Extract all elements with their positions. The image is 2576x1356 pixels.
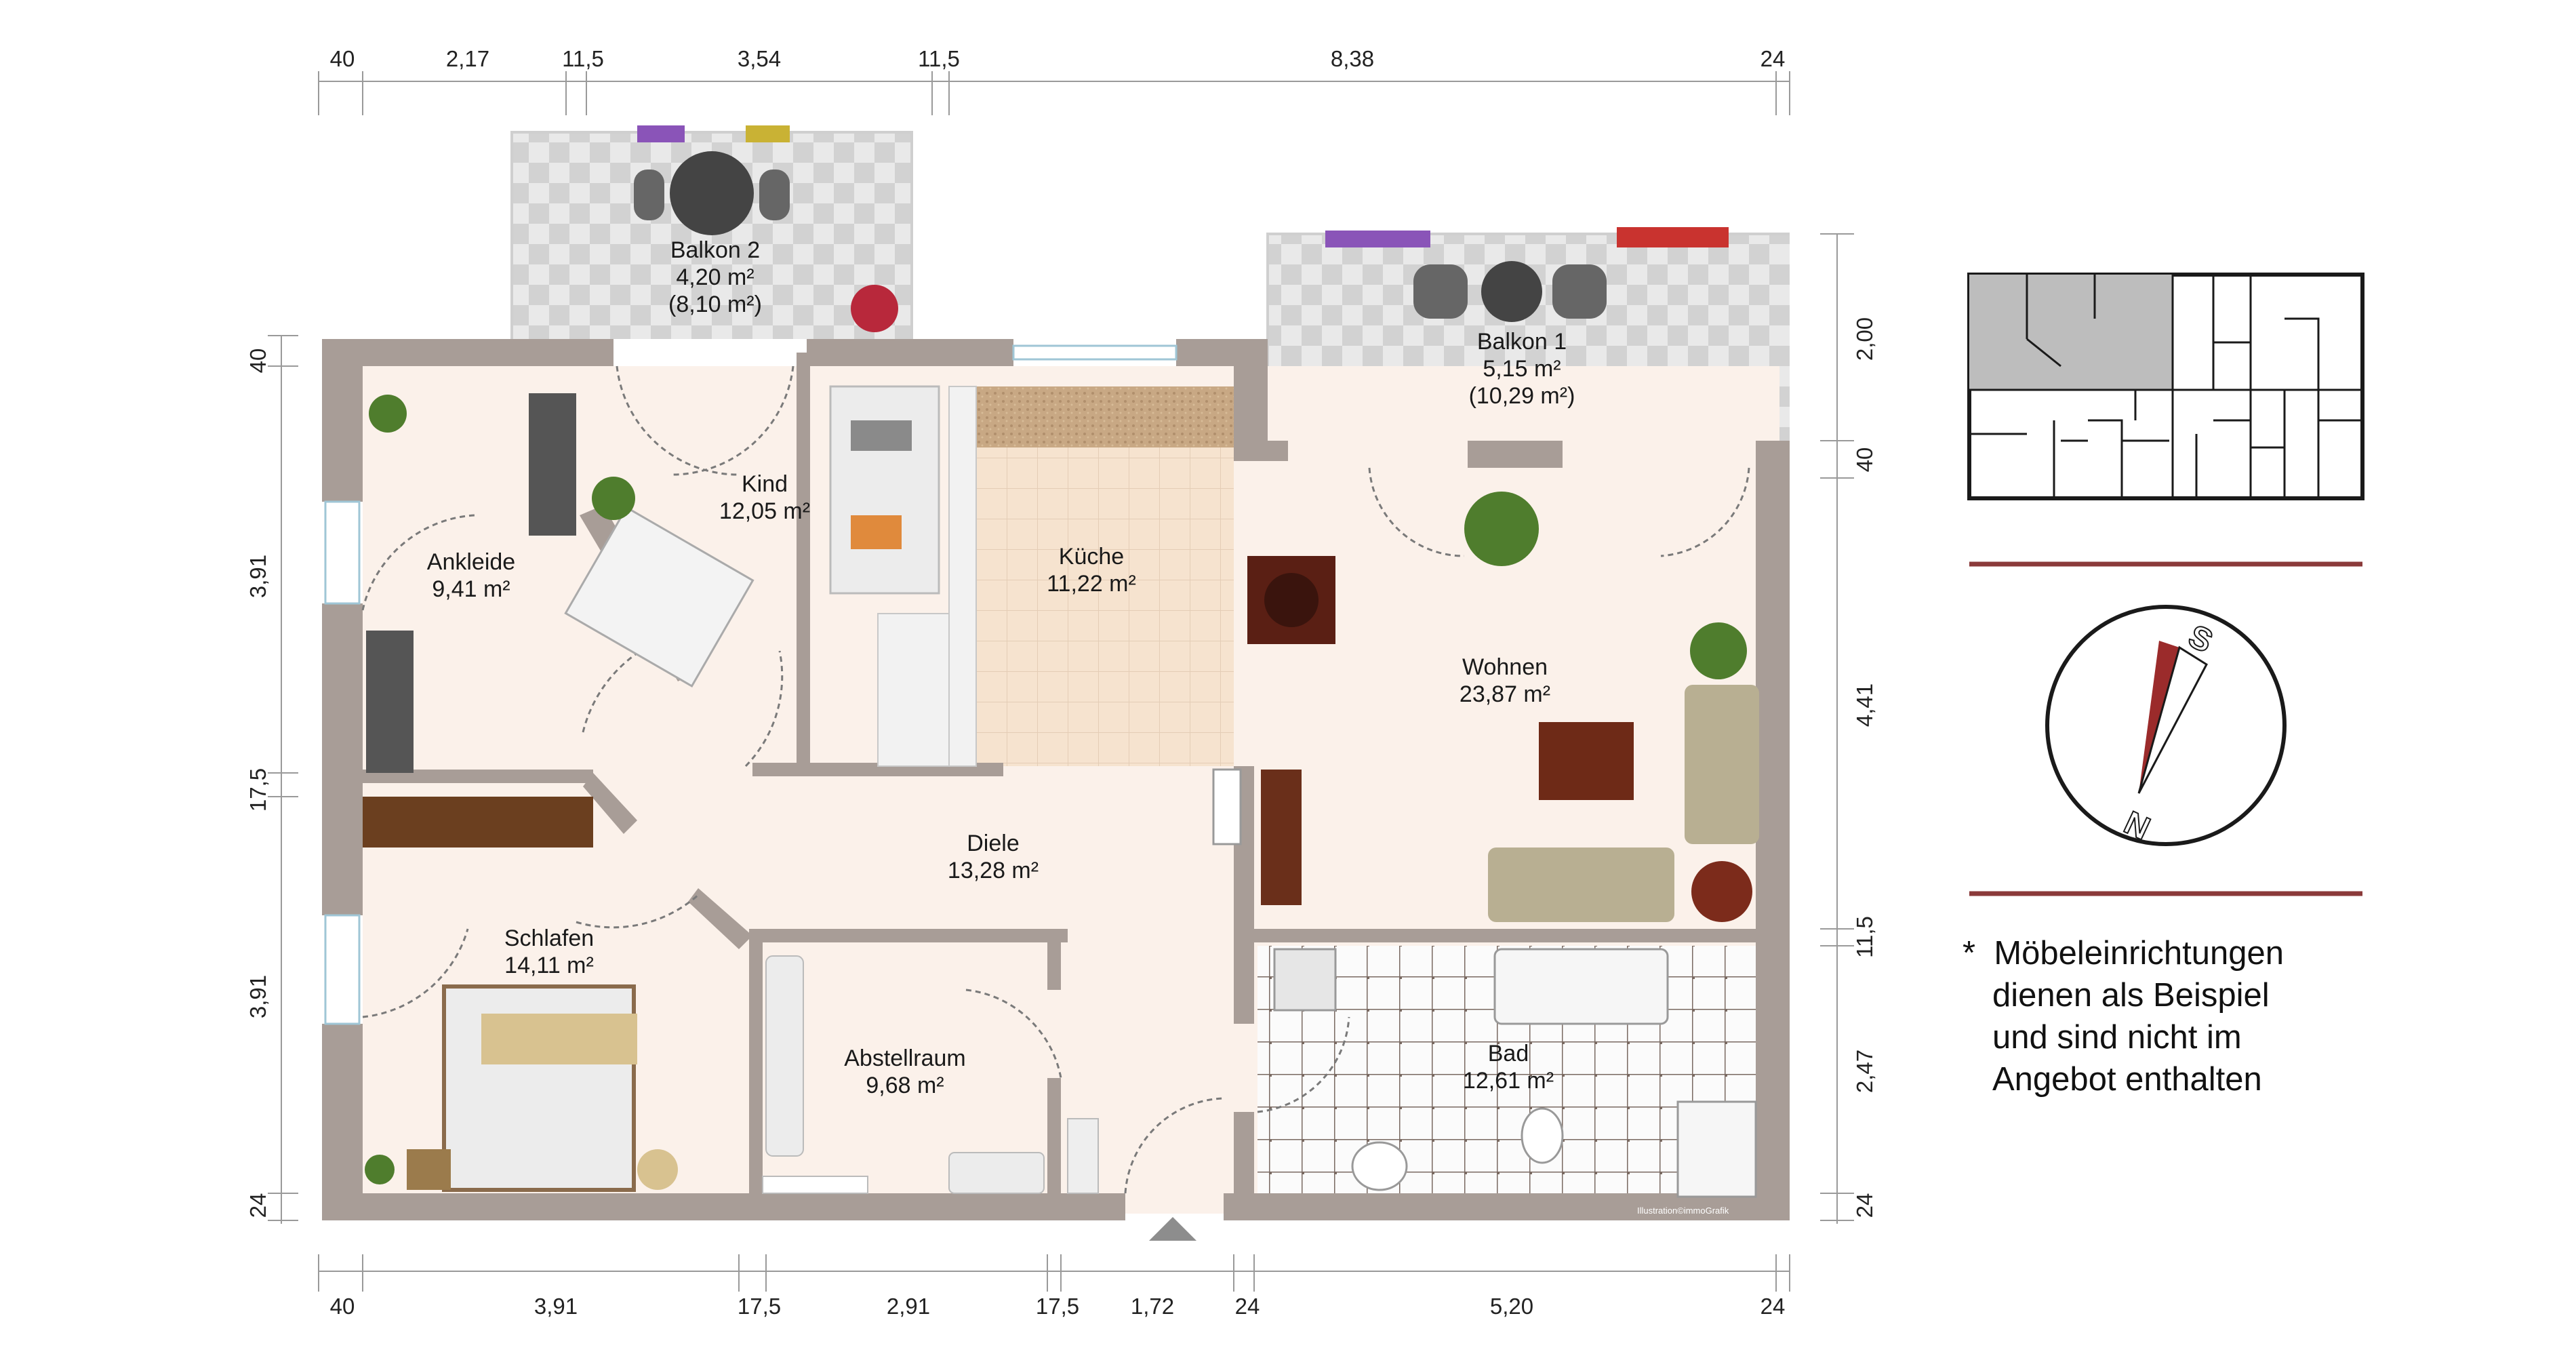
kind-desk — [564, 506, 754, 687]
svg-text:40: 40 — [245, 348, 270, 374]
svg-text:2,17: 2,17 — [446, 46, 489, 71]
svg-text:23,87 m²: 23,87 m² — [1460, 681, 1550, 707]
note-line-3: und sind nicht im — [1992, 1019, 2242, 1056]
svg-text:3,54: 3,54 — [738, 46, 781, 71]
svg-text:2,47: 2,47 — [1852, 1050, 1877, 1093]
note-asterisk: * — [1963, 935, 1976, 972]
svg-text:(8,10 m²): (8,10 m²) — [668, 292, 762, 317]
room-label-kind: Kind 12,05 m² — [719, 471, 810, 524]
svg-text:2,00: 2,00 — [1852, 317, 1877, 361]
svg-text:17,5: 17,5 — [1036, 1294, 1079, 1319]
side-table — [1691, 861, 1752, 922]
svg-text:12,61 m²: 12,61 m² — [1463, 1068, 1554, 1094]
room-label-bad: Bad 12,61 m² — [1463, 1041, 1554, 1094]
dimension-labels-top: 40 2,17 11,5 3,54 11,5 8,38 24 — [330, 46, 1786, 71]
svg-text:(10,29 m²): (10,29 m²) — [1469, 383, 1575, 409]
svg-text:3,91: 3,91 — [534, 1294, 578, 1319]
svg-text:Ankleide: Ankleide — [427, 549, 515, 575]
ankleide-shelf — [529, 393, 576, 536]
entrance-arrow-icon — [1149, 1217, 1196, 1241]
storage-shelf — [765, 955, 804, 1157]
door-swings — [361, 365, 1750, 1194]
plants — [365, 125, 1747, 1184]
sideboard — [363, 797, 593, 848]
compass-icon: S N — [2045, 605, 2287, 848]
svg-text:11,22 m²: 11,22 m² — [1047, 571, 1136, 597]
svg-text:Schlafen: Schlafen — [504, 925, 594, 951]
room-label-diele: Diele 13,28 m² — [948, 831, 1039, 883]
svg-text:11,5: 11,5 — [562, 46, 604, 71]
svg-text:11,5: 11,5 — [918, 46, 960, 71]
svg-text:17,5: 17,5 — [738, 1294, 781, 1319]
bathtub — [1493, 948, 1669, 1025]
svg-text:5,15 m²: 5,15 m² — [1483, 356, 1561, 382]
svg-text:4,41: 4,41 — [1852, 683, 1877, 727]
svg-text:40: 40 — [1852, 447, 1877, 473]
svg-text:24: 24 — [1760, 1294, 1786, 1319]
balcony-2-table — [670, 151, 754, 235]
svg-text:40: 40 — [330, 1294, 355, 1319]
svg-text:1,72: 1,72 — [1131, 1294, 1174, 1319]
svg-text:Balkon 2: Balkon 2 — [670, 237, 760, 263]
note-text-1: Möbeleinrichtungen — [1994, 935, 2284, 972]
svg-text:12,05 m²: 12,05 m² — [719, 498, 810, 524]
note-line-2: dienen als Beispiel — [1992, 977, 2270, 1014]
note-line-1: * Möbeleinrichtungen — [1963, 932, 2437, 974]
dimension-labels-right: 2,00 40 4,41 11,5 2,47 24 — [1852, 317, 1877, 1218]
room-label-abstellraum: Abstellraum 9,68 m² — [844, 1045, 966, 1098]
room-label-balkon-1: Balkon 1 5,15 m² (10,29 m²) — [1469, 329, 1575, 409]
svg-text:Balkon 1: Balkon 1 — [1477, 329, 1567, 355]
room-label-wohnen: Wohnen 23,87 m² — [1460, 654, 1550, 707]
coffee-table — [1539, 722, 1634, 800]
svg-text:Diele: Diele — [967, 831, 1019, 856]
dimension-labels-bottom: 40 3,91 17,5 2,91 17,5 1,72 24 5,20 24 — [330, 1294, 1786, 1319]
credit-text: Illustration©immoGrafik — [1637, 1205, 1729, 1216]
shower — [1676, 1100, 1757, 1198]
svg-text:4,20 m²: 4,20 m² — [676, 264, 754, 290]
room-label-schlafen: Schlafen 14,11 m² — [504, 925, 594, 978]
svg-text:24: 24 — [1760, 46, 1786, 71]
svg-text:Abstellraum: Abstellraum — [844, 1045, 966, 1071]
svg-text:Kind: Kind — [742, 471, 788, 497]
sink — [1351, 1141, 1408, 1191]
room-label-balkon-2: Balkon 2 4,20 m² (8,10 m²) — [668, 237, 762, 317]
washing-machine — [1273, 948, 1337, 1012]
walls — [322, 339, 1790, 1220]
svg-text:17,5: 17,5 — [245, 768, 270, 812]
building-key-plan — [1967, 273, 2364, 500]
svg-text:Wohnen: Wohnen — [1462, 654, 1548, 680]
disclaimer-note: * Möbeleinrichtungen dienen als Beispiel… — [1963, 932, 2437, 1100]
room-label-kueche: Küche 11,22 m² — [1047, 544, 1136, 597]
tv-cabinet — [1261, 770, 1302, 905]
svg-text:24: 24 — [1852, 1193, 1877, 1218]
room-label-ankleide: Ankleide 9,41 m² — [427, 549, 515, 602]
svg-text:2,91: 2,91 — [887, 1294, 930, 1319]
sofa-bottom — [1488, 848, 1674, 922]
svg-text:Bad: Bad — [1488, 1041, 1529, 1066]
room-floors — [363, 366, 1779, 1214]
svg-text:3,91: 3,91 — [245, 975, 270, 1018]
svg-text:11,5: 11,5 — [1852, 916, 1877, 958]
windows — [324, 344, 1178, 1025]
furniture — [363, 151, 1759, 1198]
svg-text:24: 24 — [245, 1193, 270, 1218]
svg-text:8,38: 8,38 — [1331, 46, 1374, 71]
sofa-right — [1685, 685, 1759, 844]
svg-text:5,20: 5,20 — [1490, 1294, 1533, 1319]
svg-text:9,41 m²: 9,41 m² — [432, 576, 510, 602]
svg-text:3,91: 3,91 — [245, 555, 270, 598]
svg-text:24: 24 — [1235, 1294, 1260, 1319]
svg-text:9,68 m²: 9,68 m² — [866, 1073, 944, 1098]
dimension-lines — [268, 71, 1854, 1292]
kind-bed — [829, 385, 940, 595]
svg-text:13,28 m²: 13,28 m² — [948, 858, 1039, 883]
note-line-4: Angebot enthalten — [1992, 1061, 2262, 1098]
balcony-1-table — [1481, 261, 1542, 322]
dimension-labels-left: 40 3,91 17,5 3,91 24 — [245, 348, 270, 1218]
toilet — [1521, 1107, 1564, 1164]
svg-text:Küche: Küche — [1059, 544, 1124, 570]
svg-text:14,11 m²: 14,11 m² — [504, 953, 594, 978]
svg-text:40: 40 — [330, 46, 355, 71]
